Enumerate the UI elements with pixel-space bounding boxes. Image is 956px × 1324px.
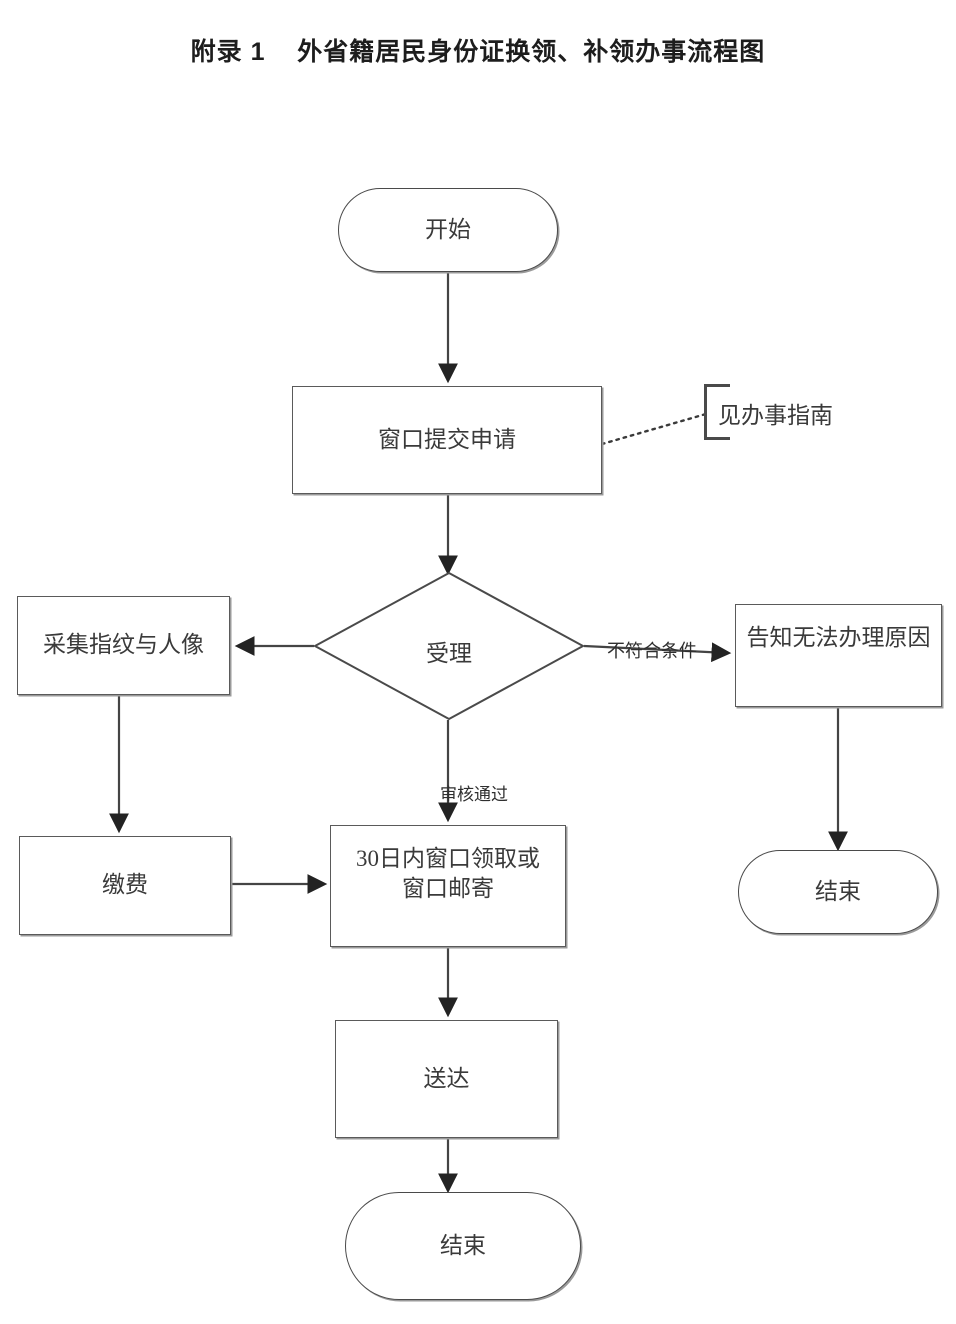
node-accept-label: 受理 [426,641,472,666]
node-pay-label: 缴费 [102,872,148,898]
node-collect-label: 采集指纹与人像 [43,632,204,658]
node-pay-fee[interactable]: 缴费 [19,836,231,935]
node-start[interactable]: 开始 [338,188,558,272]
node-deliver-label: 送达 [423,1065,470,1091]
node-end-main-label: 结束 [440,1232,486,1258]
node-reject-label: 告知无法办理原因 [746,625,931,650]
node-submit-label: 窗口提交申请 [378,426,516,452]
node-end-main[interactable]: 结束 [345,1192,581,1300]
diamond-shape [312,571,586,721]
edge-label-not-qualified: 不符合条件 [607,641,697,661]
page-title: 附录 1 外省籍居民身份证换领、补领办事流程图 [190,38,766,66]
node-end-reject[interactable]: 结束 [738,850,938,934]
node-deliver[interactable]: 送达 [335,1020,558,1138]
node-pickup-label-line2: 窗口邮寄 [402,876,494,902]
node-pickup-label-line1: 30日内窗口领取或 [356,846,540,871]
node-reject-notice[interactable]: 告知无法办理原因 [735,604,942,707]
node-submit-application[interactable]: 窗口提交申请 [292,386,602,494]
node-pickup-or-mail[interactable]: 30日内窗口领取或 窗口邮寄 [330,825,566,947]
annotation-service-guide[interactable]: 见办事指南 [704,384,924,440]
node-end-reject-label: 结束 [815,878,861,904]
edge-label-review-passed: 审核通过 [440,785,508,804]
node-start-label: 开始 [425,216,471,242]
annotation-label: 见办事指南 [718,403,833,428]
node-collect-biometrics[interactable]: 采集指纹与人像 [17,596,230,695]
node-accept-decision[interactable]: 受理 [312,571,586,721]
annotation-leader-line [600,412,708,446]
node-pickup-text: 30日内窗口领取或 窗口邮寄 [331,844,565,905]
annotation-bracket-icon [704,384,730,440]
